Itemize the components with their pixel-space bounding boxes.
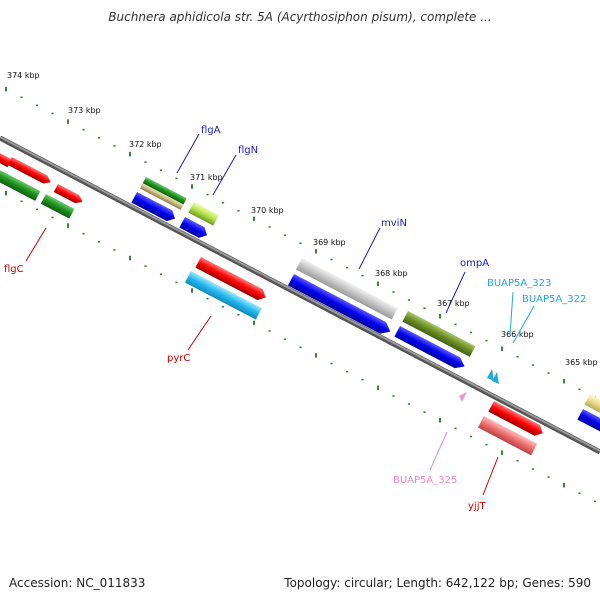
gene-glyph-yellow-right[interactable]	[584, 394, 600, 419]
gene-glyph-green-left-2[interactable]	[40, 194, 75, 219]
gene-glyph-BUAP5A_325[interactable]	[459, 392, 467, 402]
gene-glyph-blue-right[interactable]	[577, 409, 600, 434]
gene-label-BUAP5A_322[interactable]: BUAP5A_322	[522, 294, 586, 305]
scale-label-369: 369 kbp	[313, 238, 346, 247]
gene-glyph-flgA[interactable]	[139, 177, 187, 210]
gene-glyph-green-flgC[interactable]	[0, 168, 41, 201]
gene-glyphs	[0, 150, 600, 456]
scale-label-368: 368 kbp	[375, 269, 408, 278]
label-leaders	[25, 133, 535, 496]
scale-label-365: 365 kbp	[565, 358, 598, 367]
genome-backbone-highlight	[0, 136, 600, 452]
leader-flgA	[176, 133, 200, 174]
gene-label-flgN[interactable]: flgN	[238, 145, 258, 156]
gene-label-flgC[interactable]: flgC	[4, 264, 24, 275]
gene-label-BUAP5A_325[interactable]: BUAP5A_325	[393, 475, 457, 486]
leader-mviN	[358, 227, 381, 270]
gene-label-mviN[interactable]: mviN	[381, 218, 407, 229]
scale-label-372: 372 kbp	[129, 140, 162, 149]
leader-BUAP5A_322	[512, 305, 535, 344]
gene-glyph-blue-ompA-2[interactable]	[394, 326, 467, 372]
scale-label-370: 370 kbp	[251, 206, 284, 215]
gene-glyph-blue-mviN-2[interactable]	[287, 274, 393, 337]
gene-glyph-BUAP5A_322[interactable]	[492, 372, 499, 384]
gene-label-flgA[interactable]: flgA	[201, 125, 221, 136]
gene-glyph-BUAP5A_323[interactable]	[487, 369, 494, 381]
gene-glyph-red-pyrC-upper[interactable]	[195, 257, 268, 303]
leader-BUAP5A_325	[429, 431, 448, 471]
scale-label-371: 371 kbp	[190, 173, 223, 182]
leader-flgC	[25, 227, 47, 262]
gene-glyph-blue-flgN-2[interactable]	[179, 217, 209, 241]
gene-glyph-red-left-3[interactable]	[53, 184, 85, 206]
gene-label-pyrC[interactable]: pyrC	[167, 353, 190, 364]
gene-glyph-blue-flgA-2[interactable]	[131, 192, 177, 224]
inner-scale-ticks	[5, 190, 597, 503]
gene-glyph-red-yjjT-upper[interactable]	[488, 401, 545, 439]
leader-BUAP5A_323	[509, 291, 514, 336]
outer-scale-ticks	[5, 86, 597, 399]
gene-glyph-flgN[interactable]	[188, 202, 219, 226]
gene-label-BUAP5A_323[interactable]: BUAP5A_323	[487, 278, 551, 289]
leader-yjjT	[482, 456, 499, 496]
gene-glyph-yjjT[interactable]	[477, 416, 538, 456]
gene-glyph-pyrC[interactable]	[184, 271, 262, 320]
leader-flgN	[212, 154, 237, 196]
gene-glyph-red-left-1[interactable]	[0, 150, 12, 168]
scale-label-374: 374 kbp	[7, 71, 40, 80]
gene-label-ompA[interactable]: ompA	[460, 258, 489, 269]
scale-labels: 374 kbp 373 kbp 372 kbp 371 kbp 370 kbp …	[7, 71, 598, 367]
scale-label-373: 373 kbp	[68, 106, 101, 115]
genome-summary-text: Topology: circular; Length: 642,122 bp; …	[284, 576, 591, 590]
gene-labels: flgA flgN mviN ompA BUAP5A_323 BUAP5A_32…	[4, 125, 586, 512]
leader-ompA	[445, 271, 466, 314]
gene-glyph-ompA[interactable]	[402, 311, 476, 357]
gene-glyph-red-left-2[interactable]	[7, 157, 53, 186]
leader-pyrC	[187, 315, 212, 351]
scale-label-367: 367 kbp	[437, 299, 470, 308]
map-title: Buchnera aphidicola str. 5A (Acyrthosiph…	[108, 10, 492, 24]
accession-text: Accession: NC_011833	[9, 576, 146, 590]
gene-glyph-mviN[interactable]	[295, 258, 398, 320]
gene-label-yjjT[interactable]: yjjT	[468, 501, 486, 512]
